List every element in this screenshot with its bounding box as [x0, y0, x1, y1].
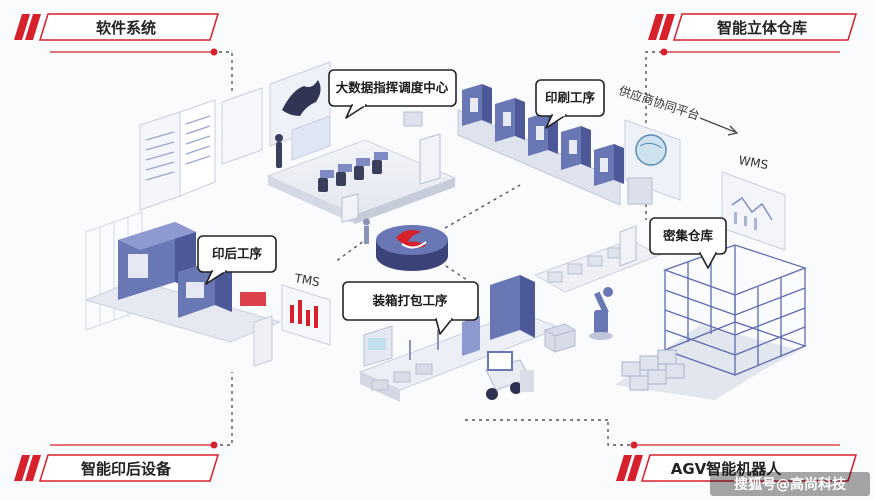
bubble-label-printing: 印刷工序 — [545, 90, 596, 105]
connector-agv — [607, 420, 630, 446]
pallet-stack — [621, 349, 685, 391]
wms-panel — [721, 171, 786, 251]
agv-forklift — [485, 351, 534, 400]
label-tms: TMS — [292, 271, 320, 289]
map-icon — [282, 80, 321, 116]
operator — [318, 178, 328, 192]
corner-label-postpress: 智能印后设备 — [81, 460, 172, 478]
company-logo-icon — [396, 230, 426, 248]
arrow-icon — [699, 117, 736, 133]
corner-label-agv: AGV智能机器人 — [671, 460, 783, 478]
label-wms: WMS — [737, 153, 769, 172]
packing-line — [358, 275, 562, 402]
corner-label-software: 软件系统 — [96, 19, 156, 37]
bubble-label-dense-storage: 密集仓库 — [662, 228, 714, 243]
bubble-packing: 装箱打包工序 — [342, 281, 479, 335]
robot-arm-area — [533, 239, 662, 353]
engineer-figure — [363, 218, 370, 244]
tms-panel — [281, 284, 331, 346]
corner-header-postpress: 智能印后设备 — [14, 441, 220, 482]
software-screens — [139, 61, 331, 211]
corner-header-agv: AGV智能机器人 — [616, 441, 858, 482]
printing-line — [457, 84, 624, 206]
corner-header-software: 软件系统 — [14, 13, 220, 56]
postpress-equipment — [84, 211, 282, 367]
bubble-label-bigdata: 大数据指挥调度中心 — [336, 80, 449, 95]
bubble-label-packing: 装箱打包工序 — [371, 293, 448, 308]
connector-hub-left — [334, 237, 369, 263]
corner-header-warehouse: 智能立体仓库 — [648, 13, 858, 56]
operator — [336, 172, 346, 186]
bubble-label-postpress: 印后工序 — [212, 246, 263, 261]
connector-hub-bottom — [439, 261, 471, 283]
watermark-text: 搜狐号@高尚科技 — [734, 476, 847, 493]
corner-label-warehouse: 智能立体仓库 — [717, 19, 807, 37]
storage-rack — [615, 244, 807, 400]
bubble-postpress: 印后工序 — [197, 235, 277, 285]
bubble-dense-storage: 密集仓库 — [649, 217, 727, 269]
robot-arm — [594, 287, 613, 334]
presenter — [276, 142, 282, 168]
printing-press-units — [462, 84, 624, 186]
connector-postpress — [213, 372, 233, 446]
central-hub — [376, 225, 448, 271]
bubble-bigdata: 大数据指挥调度中心 — [328, 69, 457, 119]
operator — [354, 166, 364, 180]
connector-software — [212, 51, 233, 95]
label-supplier-platform: 供应商协同平台 — [617, 83, 702, 123]
operator — [372, 160, 382, 174]
supplier-panel — [624, 117, 739, 205]
command-center — [266, 111, 457, 224]
globe-icon — [635, 134, 667, 166]
bubble-printing: 印刷工序 — [535, 79, 605, 129]
connector-hub-top — [444, 184, 521, 229]
watermark: 搜狐号@高尚科技 — [710, 472, 870, 496]
kiosk-terminals — [341, 133, 637, 267]
